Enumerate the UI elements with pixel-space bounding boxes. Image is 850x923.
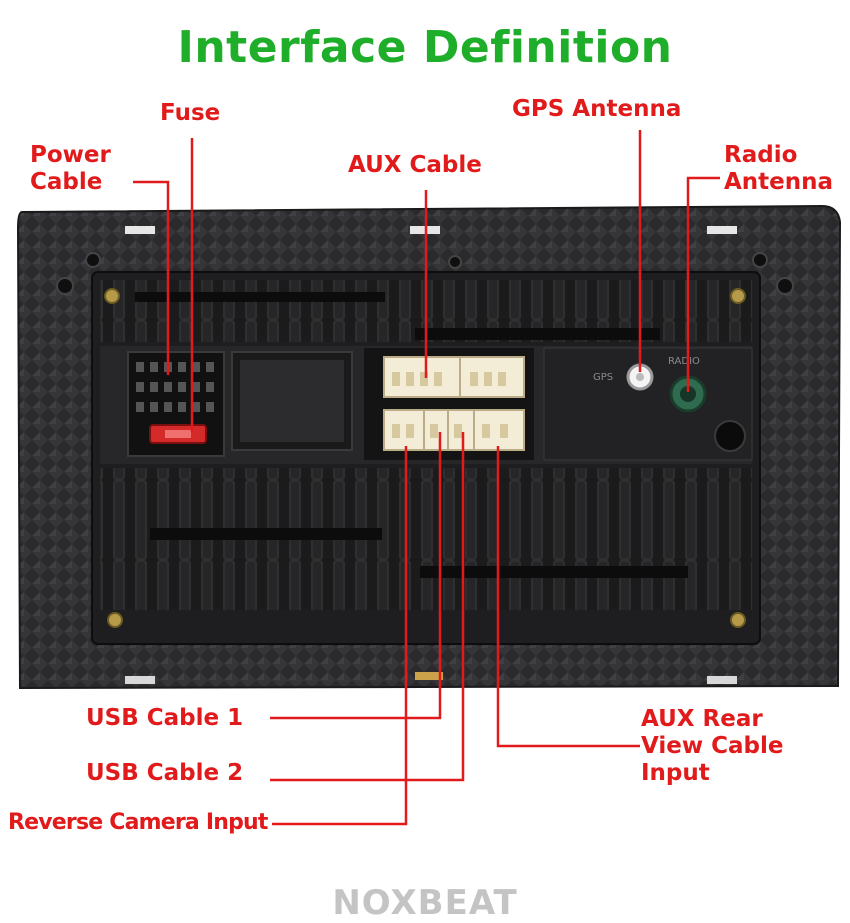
radio-port-mark: RADIO xyxy=(668,356,700,367)
usb-cable-2-label: USB Cable 2 xyxy=(86,760,244,786)
aux-cable-label: AUX Cable xyxy=(348,152,482,178)
reverse-camera-label: Reverse Camera Input xyxy=(8,810,268,835)
gps-antenna-label: GPS Antenna xyxy=(512,96,682,122)
aux-rear-label-line2: View Cable xyxy=(641,733,784,759)
gps-port-mark: GPS xyxy=(593,372,613,383)
aux-rear-label-line3: Input xyxy=(641,760,710,786)
radio-antenna-label-line1: Radio xyxy=(724,142,798,168)
usb-cable-1-label: USB Cable 1 xyxy=(86,705,244,731)
page-title: Interface Definition xyxy=(177,22,673,73)
brand-watermark: NOXBEAT xyxy=(332,883,518,923)
fuse-label: Fuse xyxy=(160,100,221,126)
power-cable-label-line1: Power xyxy=(30,142,111,168)
power-cable-label-line2: Cable xyxy=(30,169,103,195)
radio-antenna-label-line2: Antenna xyxy=(724,169,834,195)
aux-rear-label-line1: AUX Rear xyxy=(641,706,763,732)
